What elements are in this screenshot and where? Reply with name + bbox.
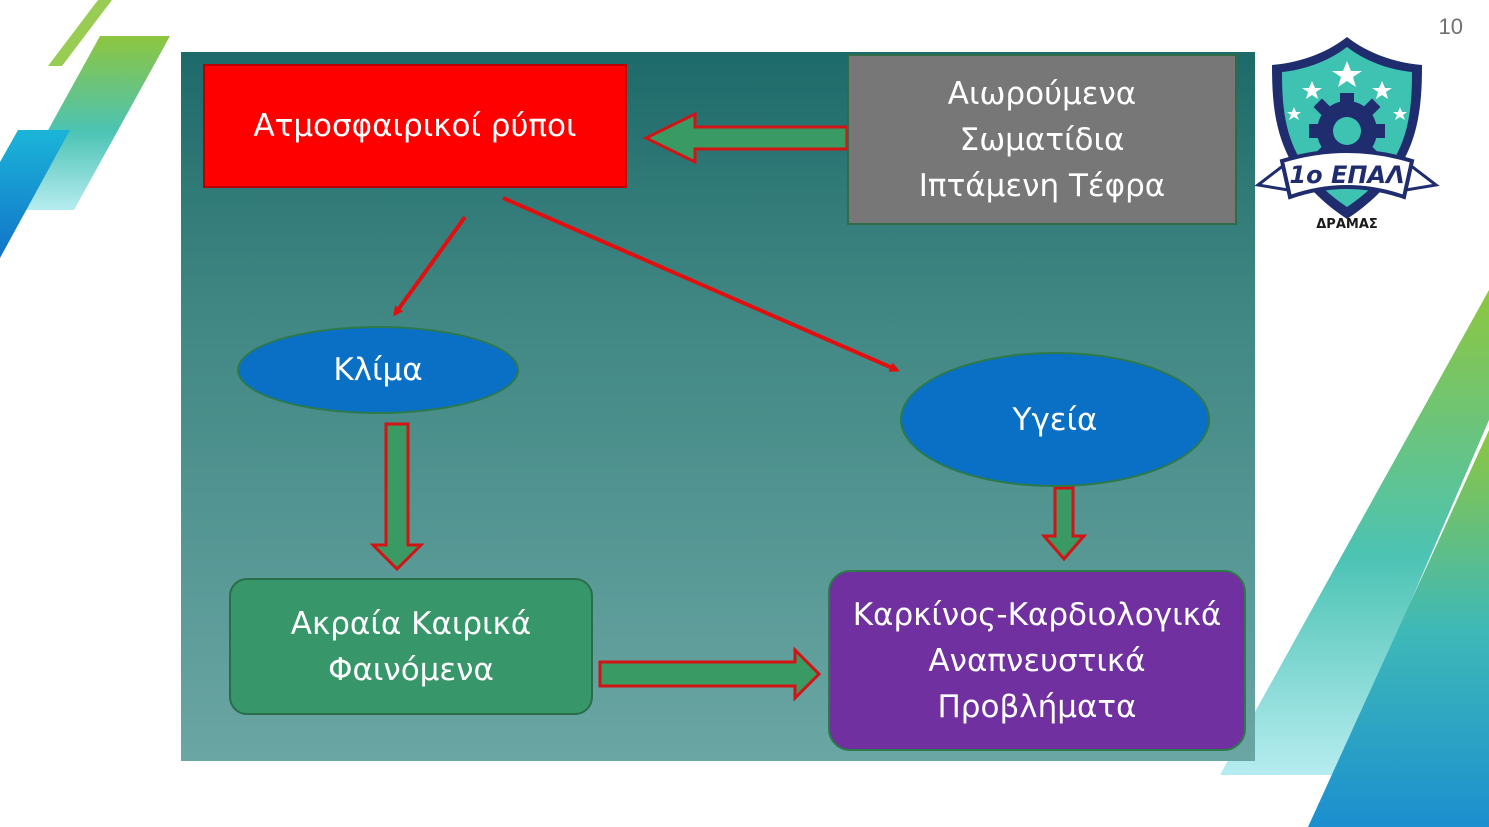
stripe-top-left-3: [0, 130, 70, 258]
node-health: Υγεία: [900, 352, 1210, 487]
arrow-weather-to-diseases: [598, 646, 822, 702]
node-climate-label: Κλίμα: [333, 352, 423, 388]
arrow-health-to-diseases: [1040, 486, 1088, 562]
arrow-climate-to-weather: [369, 422, 425, 572]
node-diseases: Καρκίνος-Καρδιολογικά Αναπνευστικά Προβλ…: [828, 570, 1246, 751]
node-climate: Κλίμα: [237, 326, 519, 414]
ribbon-banner: 1ο ΕΠΑΛ: [1254, 149, 1440, 200]
arrow-pollutants-to-climate: [393, 215, 467, 317]
diagram-arrows: [369, 111, 1088, 702]
node-diseases-label: Καρκίνος-Καρδιολογικά Αναπνευστικά Προβλ…: [852, 596, 1222, 725]
node-atmospheric-pollutants-label: Ατμοσφαιρικοί ρύποι: [253, 108, 577, 144]
star-icon: [1287, 61, 1407, 120]
arrow-particles-to-pollutants: [642, 111, 849, 165]
page-number: 10: [1438, 14, 1463, 39]
node-suspended-particles: Αιωρούμενα Σωματίδια Ιπτάμενη Τέφρα: [847, 54, 1237, 225]
logo-subtitle: ΔΡΑΜΑΣ: [1316, 217, 1378, 232]
node-suspended-particles-label: Αιωρούμενα Σωματίδια Ιπτάμενη Τέφρα: [918, 75, 1166, 204]
node-extreme-weather: Ακραία Καιρικά Φαινόμενα: [229, 578, 593, 715]
node-extreme-weather-label: Ακραία Καιρικά Φαινόμενα: [290, 605, 532, 688]
arrow-pollutants-to-health: [502, 196, 900, 372]
school-logo: 1ο ΕΠΑΛ ΔΡΑΜΑΣ: [1254, 37, 1440, 232]
pollution-flow-diagram: Ατμοσφαιρικοί ρύποι Αιωρούμενα Σωματίδια…: [181, 52, 1255, 761]
node-atmospheric-pollutants: Ατμοσφαιρικοί ρύποι: [203, 64, 627, 188]
stripe-bottom-right-2: [1308, 430, 1489, 827]
logo-badge-text: 1ο ΕΠΑΛ: [1289, 161, 1404, 189]
node-health-label: Υγεία: [1012, 401, 1098, 438]
stripe-bottom-right-1: [1220, 290, 1489, 775]
stripe-top-left-1: [48, 0, 112, 66]
